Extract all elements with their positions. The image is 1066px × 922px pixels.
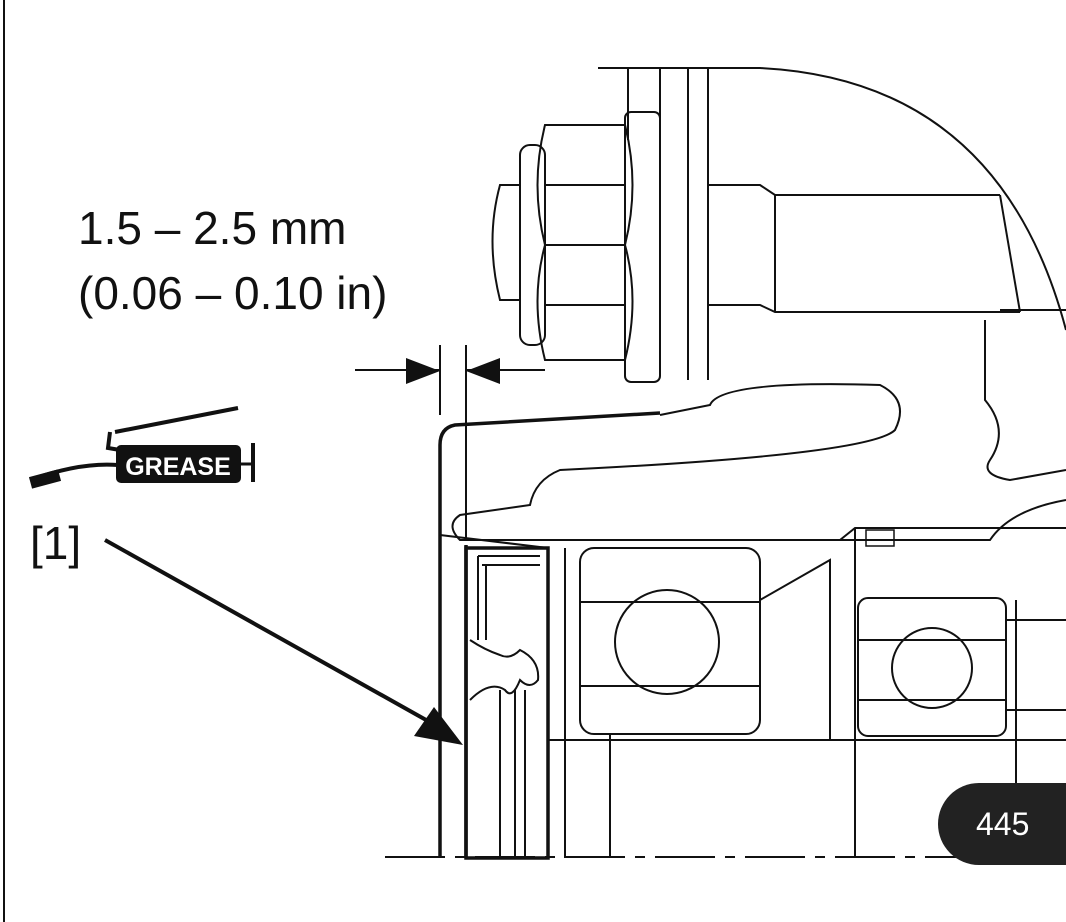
callout-label: [1] [30, 517, 82, 569]
callout-arrowhead [414, 707, 463, 745]
bearing-2 [857, 597, 1007, 737]
flange-plate [624, 111, 661, 383]
housing-outline [598, 67, 1066, 331]
grease-label: GREASE [125, 453, 231, 481]
cover-profile [438, 411, 661, 858]
page-border [3, 0, 5, 922]
page-number-badge: 445 [938, 783, 1066, 865]
bearing-ball-1 [614, 589, 720, 695]
dimension-arrow-left [406, 358, 440, 384]
page-number: 445 [976, 805, 1030, 842]
dimension-arrow-right [466, 358, 500, 384]
bolt-end [491, 184, 521, 301]
grease-gun-icon: GREASE [28, 406, 255, 489]
bearing-ball-2 [891, 627, 973, 709]
nut [536, 124, 634, 361]
dimension-in-label: (0.06 – 0.10 in) [78, 267, 388, 319]
bearing-1 [579, 547, 761, 735]
washer [519, 144, 546, 346]
dimension-mm-label: 1.5 – 2.5 mm [78, 202, 347, 254]
seal-lip [469, 639, 540, 701]
